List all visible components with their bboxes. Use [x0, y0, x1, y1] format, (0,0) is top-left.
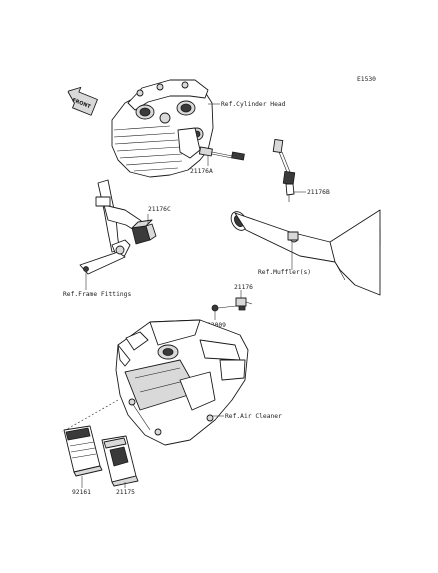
- callout-92161: 92161: [72, 489, 91, 496]
- callout-21176: 21176: [234, 284, 253, 291]
- callout-muffler: Ref.Muffler(s): [258, 269, 311, 276]
- callout-cylinder-head: Ref.Cylinder Head: [221, 101, 286, 108]
- sensor-21176a: [198, 146, 245, 161]
- callout-frame-fittings: Ref.Frame Fittings: [63, 291, 131, 298]
- muffler: [230, 209, 381, 296]
- callout-21176a: 21176A: [190, 168, 213, 175]
- callout-21176c: 21176C: [148, 206, 171, 213]
- air-cleaner: [115, 319, 249, 446]
- sensor-21176c: [131, 219, 157, 245]
- cylinder-head: [111, 79, 214, 178]
- callout-21175: 21175: [116, 489, 135, 496]
- diagram-code: E1530: [357, 76, 376, 83]
- sensor-21176b: [272, 139, 296, 202]
- callout-92009: 92009: [207, 322, 226, 329]
- bolt-92009: [211, 304, 237, 312]
- callout-21176b: 21176B: [307, 189, 330, 196]
- callout-air-cleaner: Ref.Air Cleaner: [225, 413, 282, 420]
- sensor-21176: [235, 297, 253, 311]
- front-arrow-icon: FRONT: [67, 86, 98, 116]
- ecu-21175: [101, 435, 139, 487]
- cover-92161: [63, 425, 103, 477]
